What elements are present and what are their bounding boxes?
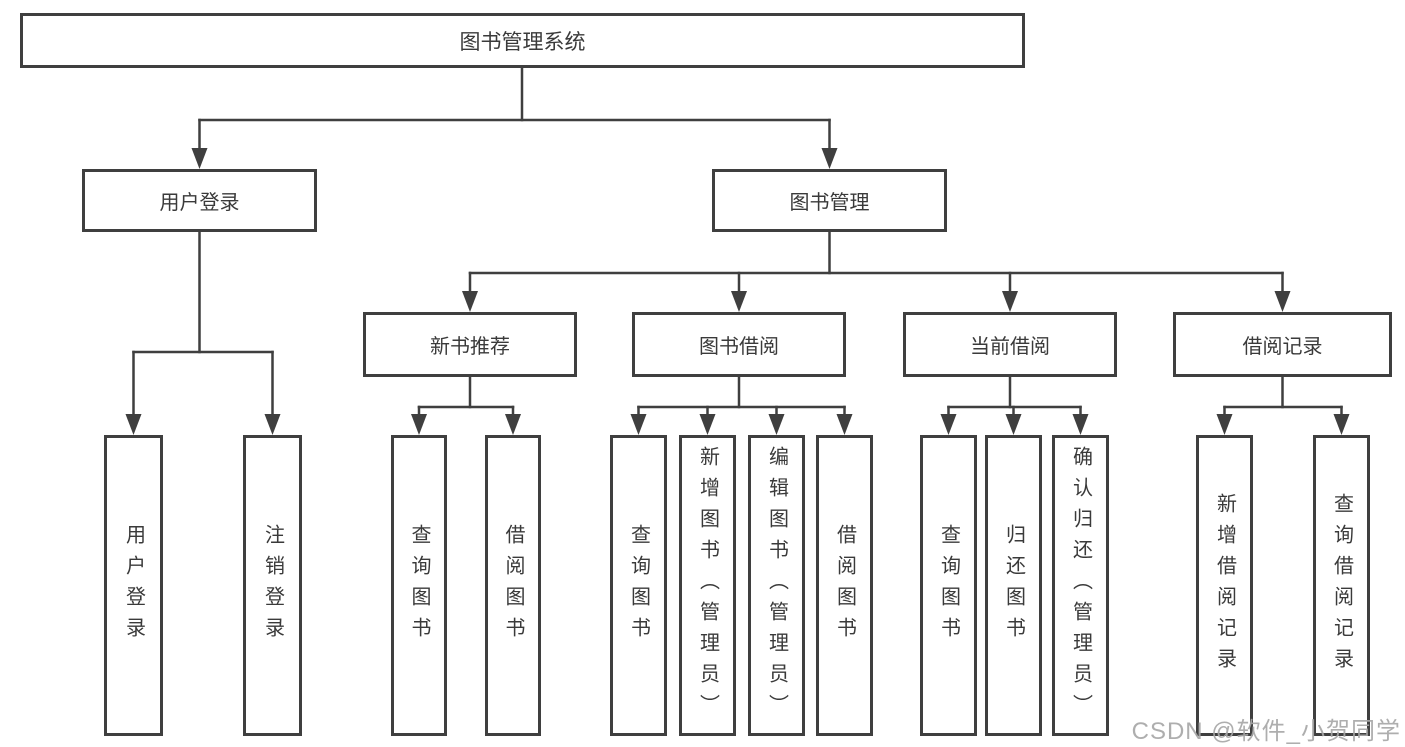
leaf-label: 确认归还（管理员） [1069,446,1092,725]
leaf-user-login: 用户登录 [104,435,163,736]
node-label: 借阅记录 [1242,336,1323,358]
leaf-borrow-edit-books-admin: 编辑图书（管理员） [748,435,805,736]
node-user-login-branch: 用户登录 [82,169,317,232]
node-new-book-recommend: 新书推荐 [363,312,577,377]
node-book-management-branch: 图书管理 [712,169,947,232]
leaf-current-query-books: 查询图书 [920,435,977,736]
leaf-label: 注销登录 [261,523,284,648]
node-label: 图书管理系统 [459,30,586,54]
node-label: 当前借阅 [970,336,1050,358]
leaf-label: 借阅图书 [502,523,524,648]
leaf-label: 查询图书 [408,523,430,648]
leaf-label: 编辑图书（管理员） [765,446,788,725]
leaf-label: 查询借阅记录 [1330,492,1353,679]
leaf-label: 用户登录 [122,523,145,648]
node-label: 用户登录 [159,192,240,214]
leaf-borrow-query-books: 查询图书 [610,435,667,736]
leaf-label: 查询图书 [937,523,960,648]
leaf-current-return-books: 归还图书 [985,435,1042,736]
csdn-watermark: CSDN @软件_小贺同学 [1131,718,1401,745]
node-label: 新书推荐 [430,336,510,358]
leaf-records-add-record: 新增借阅记录 [1196,435,1253,736]
leaf-records-query-record: 查询借阅记录 [1313,435,1370,736]
leaf-label: 归还图书 [1002,523,1025,648]
leaf-borrow-add-books-admin: 新增图书（管理员） [679,435,736,736]
node-system-root: 图书管理系统 [20,13,1025,68]
leaf-borrow-borrow-books: 借阅图书 [816,435,873,736]
leaf-logout: 注销登录 [243,435,302,736]
leaf-label: 新增借阅记录 [1213,492,1236,679]
leaf-label: 查询图书 [627,523,650,648]
leaf-recommend-query-books: 查询图书 [391,435,447,736]
leaf-label: 新增图书（管理员） [696,446,719,725]
node-current-borrow: 当前借阅 [903,312,1117,377]
node-borrow-records: 借阅记录 [1173,312,1392,377]
node-label: 图书管理 [789,192,870,214]
leaf-label: 借阅图书 [833,523,856,648]
node-label: 图书借阅 [699,336,779,358]
arrowheads [125,148,1350,435]
leaf-current-confirm-return-admin: 确认归还（管理员） [1052,435,1109,736]
node-book-borrow: 图书借阅 [632,312,846,377]
leaf-recommend-borrow-books: 借阅图书 [485,435,541,736]
